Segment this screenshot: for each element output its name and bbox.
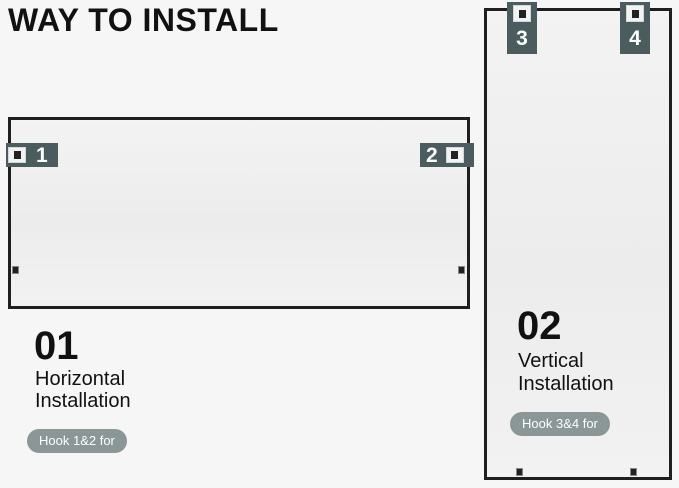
- hook-badge-4: 4: [620, 2, 650, 54]
- page-title: WAY TO INSTALL: [8, 2, 279, 38]
- step-number-horizontal: 01: [34, 324, 79, 368]
- hook-number: 3: [516, 27, 528, 50]
- hook-instruction-pill-horizontal: Hook 1&2 for: [27, 429, 127, 453]
- hook-clip-icon: [516, 468, 523, 476]
- hook-icon: [626, 5, 644, 22]
- horizontal-mirror-frame: [8, 117, 470, 309]
- hook-icon: [513, 5, 531, 22]
- step-label-vertical-line2: Installation: [518, 373, 614, 395]
- hook-clip-icon: [630, 468, 637, 476]
- hook-clip-icon: [458, 266, 465, 274]
- step-label-horizontal-line1: Horizontal: [35, 368, 126, 390]
- hook-number: 2: [426, 143, 438, 167]
- hook-icon: [8, 147, 26, 163]
- hook-instruction-pill-vertical: Hook 3&4 for: [510, 412, 610, 436]
- hook-badge-2: 2: [420, 143, 474, 167]
- hook-badge-1: 1: [6, 143, 58, 167]
- hook-badge-3: 3: [507, 2, 537, 54]
- hook-icon: [445, 147, 464, 163]
- hook-clip-icon: [12, 266, 19, 274]
- hook-number: 4: [629, 27, 641, 50]
- vertical-mirror-frame: [484, 8, 672, 480]
- step-label-vertical-line1: Vertical: [518, 350, 584, 372]
- hook-number: 1: [36, 143, 48, 167]
- step-number-vertical: 02: [517, 304, 562, 348]
- step-label-horizontal-line2: Installation: [35, 390, 131, 412]
